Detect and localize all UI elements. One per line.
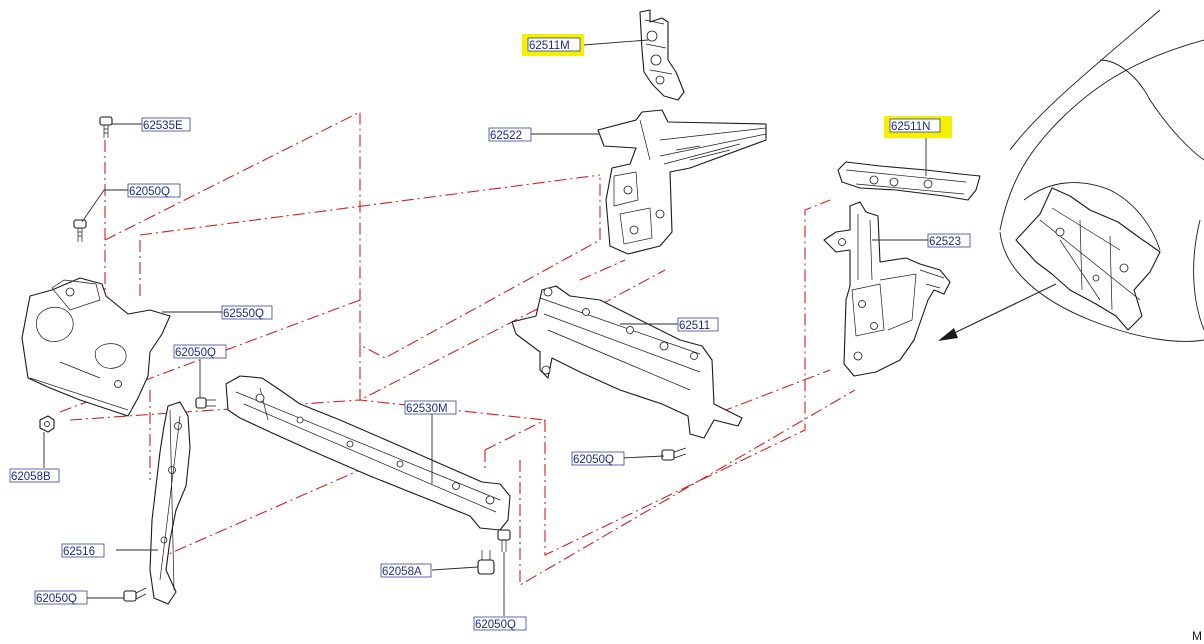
label-62058B: 62058B — [9, 468, 60, 483]
label-text-62050Q-a: 62050Q — [129, 186, 170, 198]
label-62058A: 62058A — [380, 563, 432, 578]
label-62550Q: 62550Q — [221, 305, 273, 320]
part-62516 — [149, 401, 191, 605]
car-front-outline — [999, 9, 1204, 342]
part-labels: 62511M 62522 62511N 62523 62535E 62050Q … — [9, 34, 971, 631]
label-text-62523: 62523 — [929, 236, 961, 248]
part-62511M — [639, 9, 685, 101]
part-62511N — [837, 161, 981, 201]
label-62535E: 62535E — [141, 117, 191, 132]
label-62530M: 62530M — [404, 400, 457, 415]
label-text-62535E: 62535E — [143, 120, 183, 132]
bolt-62050Q-center — [661, 447, 687, 461]
part-62522 — [597, 109, 767, 255]
label-text-62530M: 62530M — [406, 403, 448, 415]
corner-mark: M — [1192, 629, 1202, 643]
label-62050Q-e: 62050Q — [473, 616, 527, 631]
label-62511M: 62511M — [522, 34, 584, 56]
label-text-62550Q: 62550Q — [223, 308, 264, 320]
label-text-62050Q-b: 62050Q — [175, 347, 216, 359]
leader-lines — [43, 39, 928, 616]
label-text-62511M: 62511M — [529, 40, 570, 52]
label-62522: 62522 — [488, 127, 532, 142]
label-text-62511: 62511 — [679, 320, 710, 332]
label-text-62058B: 62058B — [11, 471, 51, 483]
bolt-62050Q-lower-left — [123, 587, 147, 602]
label-62523: 62523 — [927, 233, 971, 248]
label-text-62511N: 62511N — [891, 121, 930, 133]
label-62050Q-a: 62050Q — [127, 183, 181, 198]
label-62050Q-d: 62050Q — [34, 590, 88, 605]
bolt-62050Q-bottom — [497, 529, 511, 552]
label-text-62058A: 62058A — [382, 566, 422, 578]
label-62511N: 62511N — [884, 116, 952, 138]
label-text-62050Q-c: 62050Q — [573, 454, 614, 466]
label-62511: 62511 — [677, 317, 719, 332]
part-62511 — [511, 285, 743, 439]
label-62050Q-b: 62050Q — [173, 344, 227, 359]
label-62050Q-c: 62050Q — [571, 451, 625, 466]
fasteners — [39, 116, 687, 602]
label-text-62050Q-d: 62050Q — [36, 593, 77, 605]
label-text-62522: 62522 — [490, 130, 522, 142]
label-text-62050Q-e: 62050Q — [475, 619, 516, 631]
bolt-62535E — [99, 116, 113, 138]
direction-arrow — [938, 283, 1057, 341]
nut-62058B — [39, 415, 55, 433]
bolt-62050Q-mid — [195, 397, 216, 409]
label-62516: 62516 — [61, 543, 105, 558]
nut-62058A — [477, 550, 495, 575]
bolt-62050Q-upper-left — [73, 219, 87, 242]
label-text-62516: 62516 — [63, 546, 95, 558]
part-62530M — [225, 375, 511, 531]
part-62523 — [823, 201, 951, 377]
part-62550Q — [21, 277, 171, 417]
